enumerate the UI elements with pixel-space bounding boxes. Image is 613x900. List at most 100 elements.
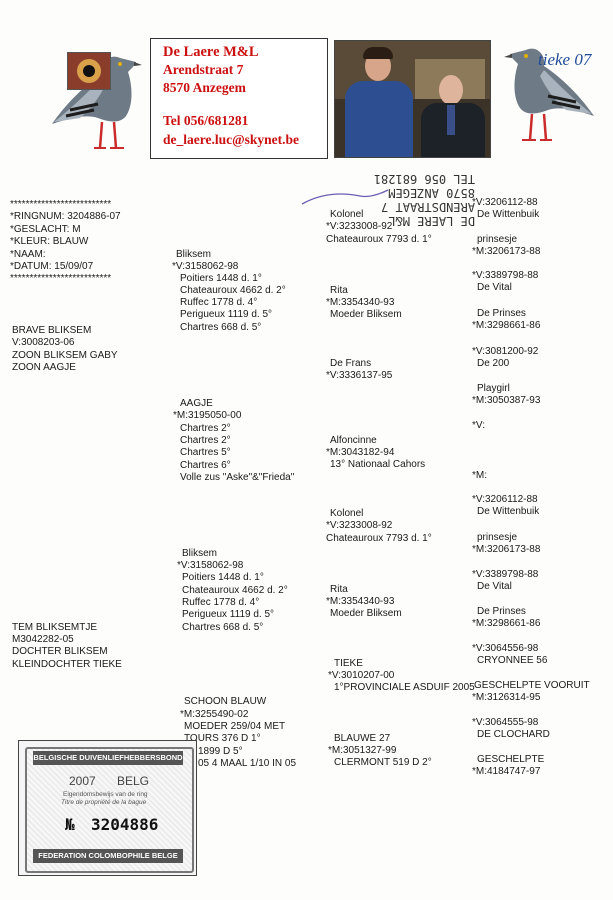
- ggp-line: *V:3389798-88: [472, 569, 538, 581]
- ggp-line: prinsesje: [477, 532, 517, 544]
- mother-sire-line: *V:3158062-98: [177, 560, 243, 572]
- gp-line: *V:3336137-95: [326, 370, 392, 382]
- breeder-street: Arendstraat 7: [163, 62, 243, 78]
- breeder-phone: Tel 056/681281: [163, 113, 248, 129]
- father-dam-line: Chartres 5°: [180, 447, 231, 459]
- ggp-line: De Wittenbuik: [477, 506, 539, 518]
- ggp-line: De 200: [477, 358, 509, 370]
- mother-sire-line: Ruffec 1778 d. 4°: [182, 597, 259, 609]
- ggp-line: *M:3298661-86: [472, 320, 540, 332]
- ring-card-org-nl: BELGISCHE DUIVENLIEFHEBBERSBOND: [33, 751, 183, 765]
- gp-line: TIEKE: [334, 658, 363, 670]
- father-sire-line: Chateauroux 4662 d. 2°: [180, 285, 286, 297]
- ggp-line: *M:3206173-88: [472, 544, 540, 556]
- father-sire-line: Chartres 668 d. 5°: [180, 322, 261, 334]
- gp-line: *V:3233008-92: [326, 520, 392, 532]
- breeder-name: De Laere M&L: [163, 44, 259, 61]
- gp-line: Rita: [330, 285, 348, 297]
- ggp-line: De Prinses: [477, 308, 526, 320]
- gp-line: BLAUWE 27: [334, 733, 390, 745]
- father-dam-line: Chartres 2°: [180, 423, 231, 435]
- mother-note-line: TEM BLIKSEMTJE: [12, 622, 97, 634]
- stars-divider: **************************: [10, 199, 111, 211]
- father-sire-line: Bliksem: [176, 249, 211, 261]
- gp-line: Moeder Bliksem: [330, 608, 402, 620]
- ggp-line: De Vital: [477, 581, 512, 593]
- gp-line: *M:3043182-94: [326, 447, 394, 459]
- gp-line: Kolonel: [330, 209, 363, 221]
- ggp-line: GESCHELPTE: [477, 754, 544, 766]
- father-dam-line: Chartres 6°: [180, 460, 231, 472]
- ggp-line: *V:3064555-98: [472, 717, 538, 729]
- naam: *NAAM:: [10, 249, 46, 261]
- ggp-line: GESCHELPTE VOORUIT: [474, 680, 590, 692]
- gp-line: Alfoncinne: [330, 435, 377, 447]
- father-sire-line: Ruffec 1778 d. 4°: [180, 297, 257, 309]
- ggp-line: De Vital: [477, 282, 512, 294]
- gp-line: Kolonel: [330, 508, 363, 520]
- gp-line: CLERMONT 519 D 2°: [334, 757, 432, 769]
- ggp-line: De Prinses: [477, 606, 526, 618]
- ggp-line: De Wittenbuik: [477, 209, 539, 221]
- ggp-line: *M:4184747-97: [472, 766, 540, 778]
- ring-card-number-prefix: №: [65, 815, 75, 834]
- mother-note-line: DOCHTER BLIKSEM: [12, 646, 108, 658]
- eye-photo: [67, 52, 111, 90]
- mother-note-line: KLEINDOCHTER TIEKE: [12, 659, 122, 671]
- gp-line: De Frans: [330, 358, 371, 370]
- gp-line: 13° Nationaal Cahors: [330, 459, 425, 471]
- ggp-line: prinsesje: [477, 234, 517, 246]
- stars-divider: **************************: [10, 273, 111, 285]
- father-sire-line: *V:3158062-98: [172, 261, 238, 273]
- father-sire-line: Poitiers 1448 d. 1°: [180, 273, 262, 285]
- mother-dam-line: 05 4 MAAL 1/10 IN 05: [198, 758, 296, 770]
- gp-line: Rita: [330, 584, 348, 596]
- father-dam-line: *M:3195050-00: [173, 410, 241, 422]
- father-note-line: ZOON AAGJE: [12, 362, 76, 374]
- pigeon-name-title: tieke 07: [538, 50, 591, 70]
- breeder-address-box: De Laere M&L Arendstraat 7 8570 Anzegem …: [150, 38, 328, 159]
- ring-ownership-card: BELGISCHE DUIVENLIEFHEBBERSBOND 2007 BEL…: [18, 740, 197, 876]
- gp-line: Chateauroux 7793 d. 1°: [326, 234, 432, 246]
- mother-sire-line: Chartres 668 d. 5°: [182, 622, 263, 634]
- breeder-city: 8570 Anzegem: [163, 80, 246, 96]
- mother-dam-line: *M:3255490-02: [180, 709, 248, 721]
- ring-card-ownership-nl: Eigendomsbewijs van de ring: [63, 791, 148, 798]
- datum: *DATUM: 15/09/07: [10, 261, 93, 273]
- gp-line: *M:3051327-99: [328, 745, 396, 757]
- breeders-photo: [334, 40, 491, 158]
- gp-line: 1°PROVINCIALE ASDUIF 2005: [334, 682, 475, 694]
- mother-note-line: M3042282-05: [12, 634, 74, 646]
- ggp-line: *M:3206173-88: [472, 246, 540, 258]
- ggp-line: *M:3050387-93: [472, 395, 540, 407]
- ggp-line: *V:3206112-88: [472, 197, 538, 209]
- ggp-line: *M:3298661-86: [472, 618, 540, 630]
- ggp-line: *V:3081200-92: [472, 346, 538, 358]
- mother-dam-line: MOEDER 259/04 MET: [184, 721, 285, 733]
- ggp-line: *M:: [472, 470, 487, 482]
- breeder-email[interactable]: de_laere.luc@skynet.be: [163, 132, 299, 148]
- father-dam-line: Volle zus "Aske"&"Frieda": [180, 472, 294, 484]
- ring-card-org-fr: FEDERATION COLOMBOPHILE BELGE: [33, 849, 183, 863]
- ggp-line: *V:: [472, 420, 485, 432]
- father-note-line: ZOON BLIKSEM GABY: [12, 350, 118, 362]
- father-dam-line: Chartres 2°: [180, 435, 231, 447]
- ggp-line: CRYONNEE 56: [477, 655, 547, 667]
- ggp-line: DE CLOCHARD: [477, 729, 550, 741]
- mother-sire-line: Poitiers 1448 d. 1°: [182, 572, 264, 584]
- mother-sire-line: Chateauroux 4662 d. 2°: [182, 585, 288, 597]
- ring-card-number: 3204886: [91, 815, 158, 834]
- father-note-line: V:3008203-06: [12, 337, 74, 349]
- ggp-line: *V:3064556-98: [472, 643, 538, 655]
- ggp-line: *V:3206112-88: [472, 494, 538, 506]
- mother-sire-line: Bliksem: [182, 548, 217, 560]
- gp-line: Moeder Bliksem: [330, 309, 402, 321]
- mother-dam-line: SCHOON BLAUW: [184, 696, 266, 708]
- father-note-line: BRAVE BLIKSEM: [12, 325, 91, 337]
- mother-sire-line: Perigueux 1119 d. 5°: [182, 609, 274, 621]
- ggp-line: *M:3126314-95: [472, 692, 540, 704]
- ringnum: *RINGNUM: 3204886-07: [10, 211, 121, 223]
- ring-card-country: BELG: [117, 774, 149, 788]
- ring-card-year: 2007: [69, 774, 96, 788]
- ring-card-ownership-fr: Titre de propriété de la bague: [61, 799, 146, 806]
